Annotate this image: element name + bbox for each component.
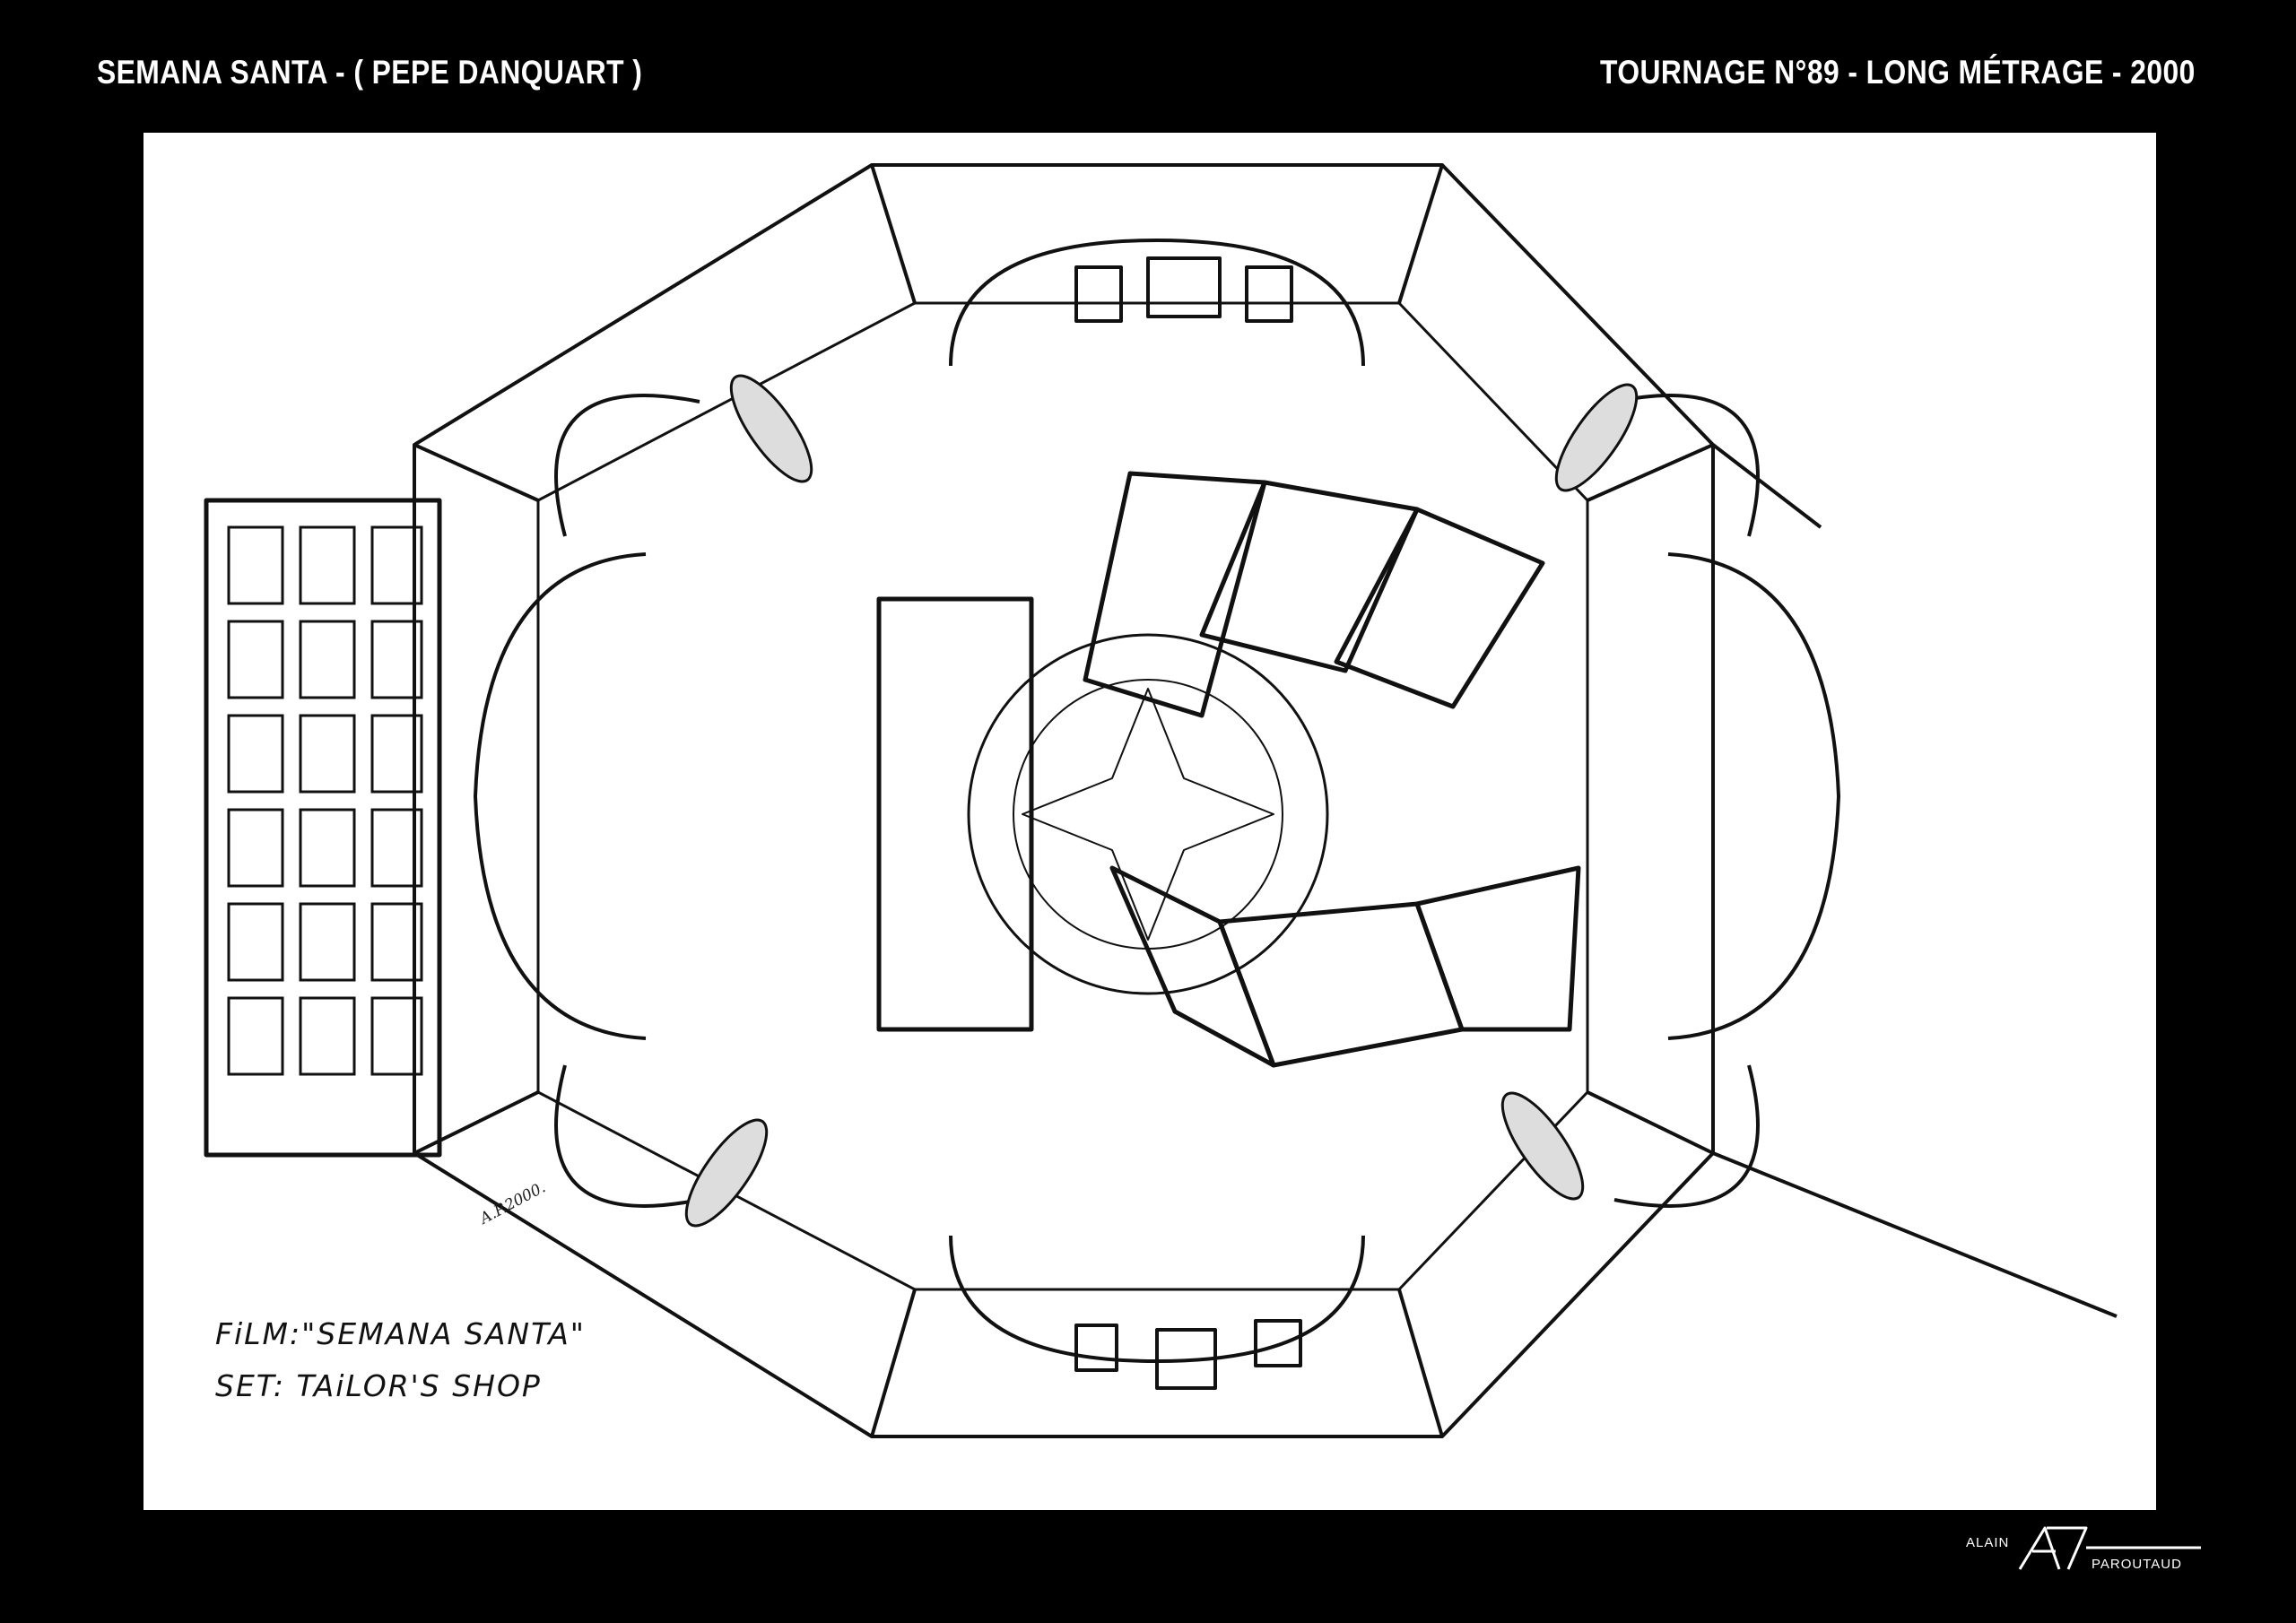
drawing-sheet: FiLM:"SEMANA SANTA" SET: TAiLOR'S SHOP A… <box>144 133 2156 1510</box>
picture-frame <box>1155 1328 1217 1390</box>
floor-rosette <box>967 633 1329 995</box>
cutting-table <box>876 596 1034 1032</box>
niche-bottom-left <box>554 1064 700 1208</box>
picture-frame <box>1146 256 1222 318</box>
niche-bottom-right <box>1613 1064 1760 1208</box>
niche-top <box>949 239 1365 367</box>
header-title-left: SEMANA SANTA - ( PEPE DANQUART ) <box>97 54 643 91</box>
mannequin <box>684 1118 769 1228</box>
niche-right <box>1667 552 1840 1040</box>
mannequin <box>1500 1091 1585 1201</box>
mannequin <box>1554 383 1639 492</box>
mirror-screen-bottom <box>1109 865 1581 1068</box>
film-caption: FiLM:"SEMANA SANTA" <box>215 1316 586 1351</box>
inner-octagon <box>536 301 1589 1291</box>
picture-frame <box>1245 265 1293 323</box>
picture-frame <box>1074 265 1123 323</box>
header-title-right: TOURNAGE N°89 - LONG MÉTRAGE - 2000 <box>1600 54 2196 91</box>
logo-last-name: PAROUTAUD <box>2092 1557 2182 1572</box>
logo-first-name: ALAIN <box>1966 1535 2010 1550</box>
window-grid <box>227 525 423 1076</box>
octagon-outline <box>413 163 1715 1438</box>
picture-frame <box>1074 1324 1118 1372</box>
niche-left <box>474 552 647 1040</box>
author-logo: ALAIN PAROUTAUD <box>1966 1515 2201 1587</box>
mirror-screen-top <box>1083 471 1545 718</box>
window-panel-left <box>204 498 442 1158</box>
ap-monogram-icon <box>2018 1526 2201 1570</box>
mannequin <box>729 374 813 483</box>
picture-frame <box>1254 1319 1302 1367</box>
niche-top-left <box>554 394 700 537</box>
set-caption: SET: TAiLOR'S SHOP <box>215 1368 542 1403</box>
niche-top-right <box>1613 394 1760 537</box>
tailor-shop-plan-sketch <box>204 163 2118 1438</box>
